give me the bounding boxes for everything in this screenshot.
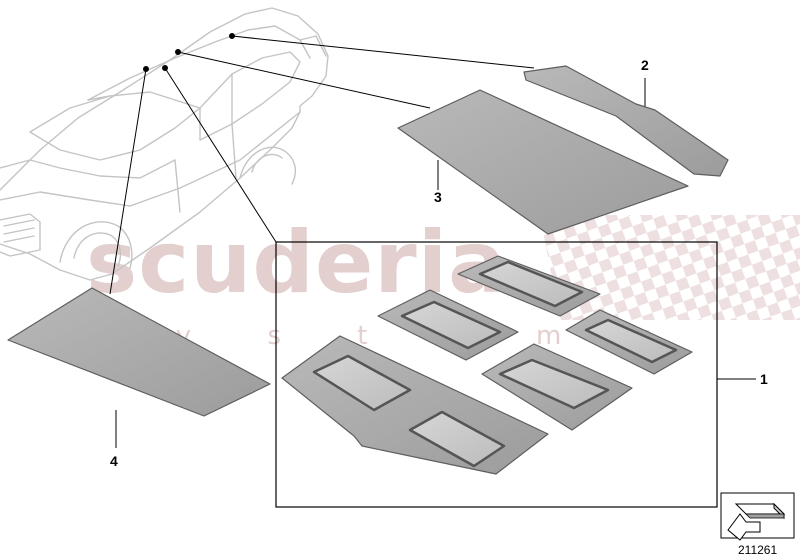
part-2-panel [523,65,729,177]
part-1-panel-lower [481,343,633,431]
part-1-panel-mid-right [565,309,693,375]
part-1-panel-large [281,335,549,475]
leader-lines [109,33,756,448]
part-4-panel [7,287,271,417]
callout-4: 4 [110,453,118,469]
part-1-panel-top [457,255,601,317]
leader-line-2 [231,35,535,69]
arrow-icon [727,502,786,541]
leader-line-3 [177,51,431,109]
callout-2: 2 [641,57,649,73]
part-1-panel-mid-left [377,289,519,361]
part-1-components [281,255,693,475]
part-1-set-box [275,241,718,508]
callout-1: 1 [760,371,768,387]
reference-number: 211261 [738,543,777,557]
leader-line-4 [109,68,147,295]
watermark-checker-flag [540,215,800,320]
reference-box: 211261 [720,492,795,557]
car-outline [0,7,329,281]
leader-line-1 [164,67,277,243]
callout-3: 3 [434,189,442,205]
part-3-panel [397,89,689,235]
